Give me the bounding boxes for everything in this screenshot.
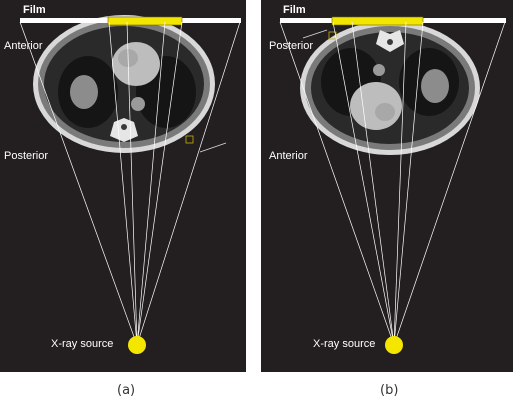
film-image-region xyxy=(331,16,424,26)
panel-b-diagram xyxy=(279,16,506,354)
panel-a: Film Anterior Posterior X-ray source xyxy=(0,0,246,372)
x-ray-source-dot xyxy=(385,336,403,354)
film-label: Film xyxy=(23,4,46,16)
x-ray-source-label: X-ray source xyxy=(313,338,376,350)
caption-a: (a) xyxy=(117,383,136,398)
x-ray-source-dot xyxy=(128,336,146,354)
panel-a-diagram xyxy=(19,15,241,354)
ct-slice-a xyxy=(33,15,227,153)
x-ray-source-label: X-ray source xyxy=(51,338,114,350)
film-label: Film xyxy=(283,4,306,16)
bottom-orientation-label: Posterior xyxy=(4,150,49,162)
bottom-orientation-label: Anterior xyxy=(269,150,308,162)
film-image-region xyxy=(107,16,183,26)
panel-b: Film Posterior Anterior X-ray source xyxy=(261,0,513,372)
x-ray-beams xyxy=(19,21,241,346)
ct-slice-b xyxy=(300,21,480,155)
x-ray-beams xyxy=(279,21,506,346)
top-orientation-label: Posterior xyxy=(269,40,314,52)
top-orientation-label: Anterior xyxy=(4,40,43,52)
caption-b: (b) xyxy=(380,383,399,398)
